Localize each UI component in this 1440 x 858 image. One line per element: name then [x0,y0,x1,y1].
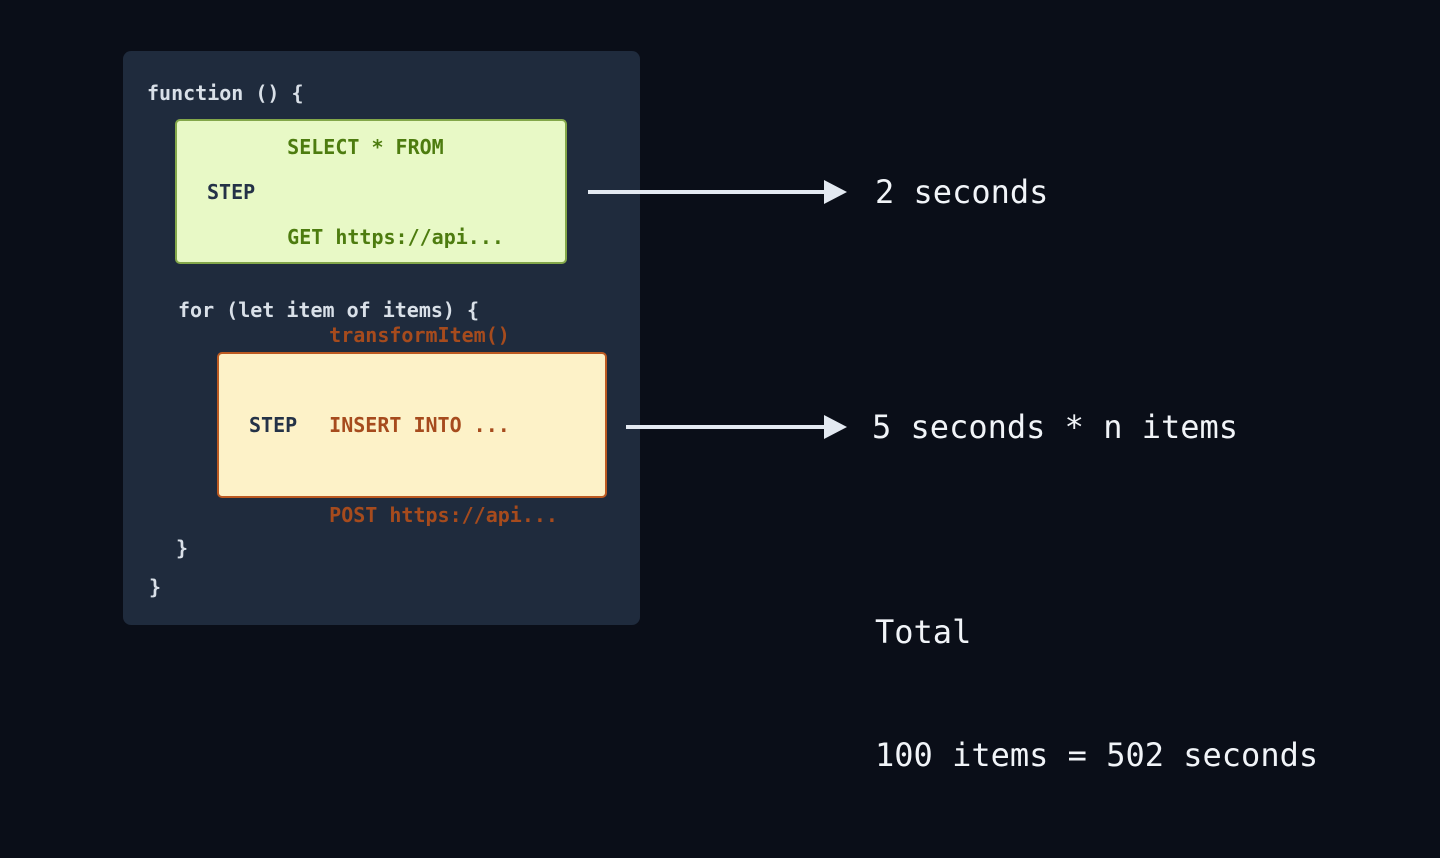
step-label: STEP [249,413,298,437]
code-panel: function () { STEP SELECT * FROM GET htt… [123,51,640,625]
etl-timing-diagram: function () { STEP SELECT * FROM GET htt… [123,51,1319,774]
step1-duration-text: 2 seconds [875,173,1049,211]
total-value: 100 items = 502 seconds [875,736,1319,774]
step2-arrow-right-icon [626,415,847,439]
step-extract-code: SELECT * FROM GET https://api... [287,72,504,312]
code-line-function-close: } [149,575,162,599]
step-label: STEP [207,179,256,204]
total-label: Total [875,613,972,651]
step-box-transform-load: STEP transformItem() INSERT INTO ... POS… [217,323,607,527]
step-extract-line-1: SELECT * FROM [287,134,444,159]
step-transform-line-2: INSERT INTO ... [329,413,510,437]
step2-duration-text: 5 seconds * n items [872,408,1239,446]
code-line-for-open: for (let item of items) { [178,298,480,322]
step-transform-line-3: POST https://api... [329,503,558,527]
code-line-function-open: function () { [147,81,304,105]
step-box-extract: STEP SELECT * FROM GET https://api... [175,119,567,264]
step1-arrow-right-icon [588,180,847,204]
code-line-for-close: } [176,536,189,560]
step-extract-line-2: GET https://api... [287,224,504,249]
total-block: Total 100 items = 502 seconds [875,530,1318,858]
step-transform-line-1: transformItem() [329,323,510,347]
step-transform-code: transformItem() INSERT INTO ... POST htt… [329,260,558,590]
